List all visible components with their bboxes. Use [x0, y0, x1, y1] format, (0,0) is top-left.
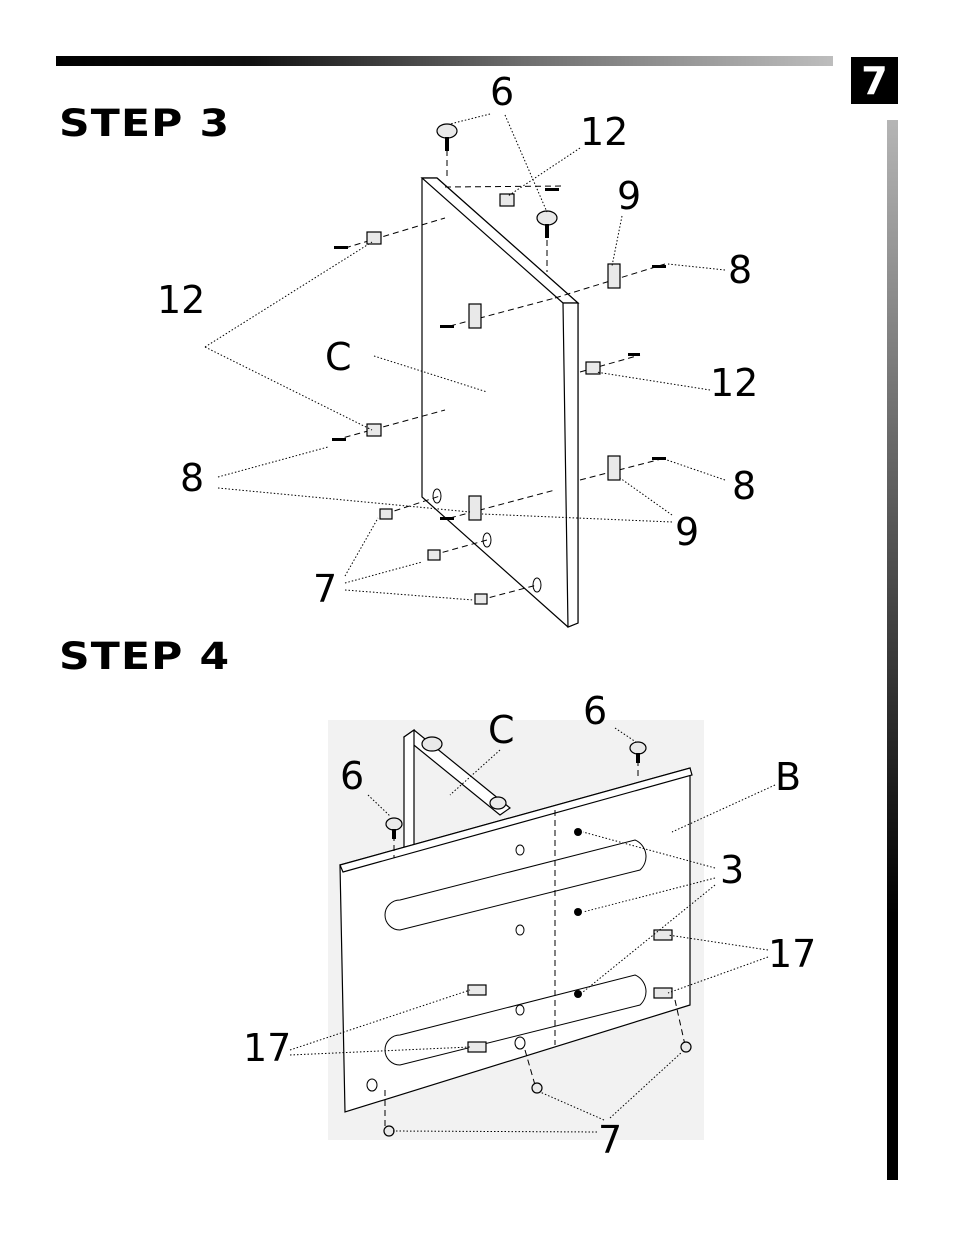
label-9: 9 — [617, 174, 641, 218]
label-12: 12 — [710, 361, 758, 405]
label-12: 12 — [157, 278, 205, 322]
label-6: 6 — [340, 754, 364, 798]
label-3: 3 — [720, 848, 744, 892]
label-c: C — [488, 708, 515, 752]
step4-diagram: C 6 B 6 3 17 17 7 — [243, 689, 816, 1162]
label-c: C — [325, 335, 352, 379]
label-6: 6 — [583, 689, 607, 733]
label-17: 17 — [243, 1026, 291, 1070]
leveler-foot — [537, 211, 557, 238]
step3-diagram: 6 12 9 8 12 C 12 8 8 9 7 — [157, 70, 758, 627]
label-8: 8 — [732, 464, 756, 508]
label-12: 12 — [580, 110, 628, 154]
label-7: 7 — [598, 1118, 622, 1162]
label-8: 8 — [180, 456, 204, 500]
label-17: 17 — [768, 932, 816, 976]
label-8: 8 — [728, 248, 752, 292]
label-b: B — [775, 755, 801, 799]
leveler-foot — [437, 124, 457, 151]
label-9: 9 — [675, 510, 699, 554]
label-7: 7 — [313, 567, 337, 611]
label-6: 6 — [490, 70, 514, 114]
